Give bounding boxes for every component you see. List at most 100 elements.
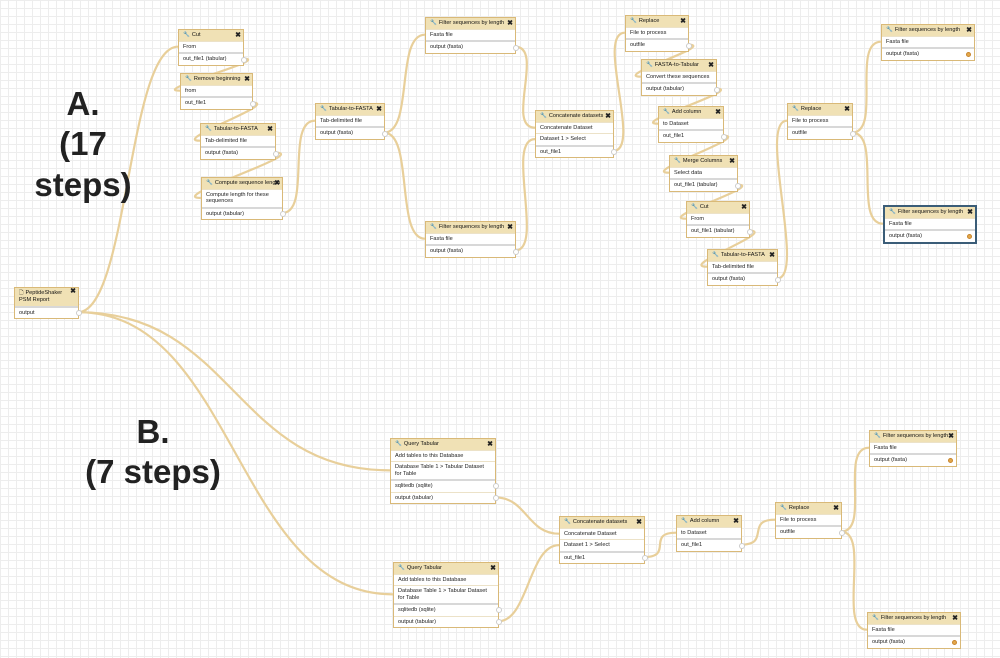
node-input[interactable]: File to process <box>776 514 841 525</box>
close-icon[interactable]: ✖ <box>967 209 973 216</box>
node-output[interactable]: output (fasta) <box>868 635 960 647</box>
node-input[interactable]: to Dataset <box>659 118 723 129</box>
output-port-icon[interactable] <box>513 248 519 255</box>
node-input[interactable]: From <box>179 41 243 52</box>
node-header[interactable]: 🔧Tabular-to-FASTA✖ <box>201 124 275 135</box>
output-port-icon[interactable] <box>966 52 971 58</box>
output-port-icon[interactable] <box>493 494 499 501</box>
node-header[interactable]: 🔧Add column✖ <box>677 516 741 527</box>
close-icon[interactable]: ✖ <box>507 224 513 231</box>
node-header[interactable]: 🔧Filter sequences by length✖ <box>426 18 515 29</box>
node-output[interactable]: out_file1 <box>560 550 648 563</box>
node-input[interactable]: Convert these sequences <box>642 71 716 82</box>
close-icon[interactable]: ✖ <box>769 252 775 259</box>
node-output[interactable]: output (fasta) <box>201 146 279 158</box>
output-port-icon[interactable] <box>273 150 279 157</box>
close-icon[interactable]: ✖ <box>235 32 241 39</box>
node-input[interactable]: Concatenate Dataset <box>536 122 613 133</box>
node-input[interactable]: Dataset 1 > Select <box>560 539 644 550</box>
node-input[interactable]: Compute length for these sequences <box>202 189 282 207</box>
output-port-icon[interactable] <box>76 310 82 317</box>
output-port-icon[interactable] <box>280 211 286 218</box>
close-icon[interactable]: ✖ <box>741 204 747 211</box>
node-header[interactable]: 🔧Merge Columns✖ <box>670 156 737 167</box>
output-port-icon[interactable] <box>948 458 953 464</box>
node-input[interactable]: Concatenate Dataset <box>560 528 644 539</box>
close-icon[interactable]: ✖ <box>833 505 839 512</box>
node-input[interactable]: Add tables to this Database <box>391 450 495 461</box>
node-input[interactable]: Select data <box>670 167 737 178</box>
close-icon[interactable]: ✖ <box>708 62 714 69</box>
output-port-icon[interactable] <box>250 100 256 107</box>
node-output[interactable]: outfile <box>776 525 845 537</box>
close-icon[interactable]: ✖ <box>605 113 611 120</box>
output-port-icon[interactable] <box>513 44 519 51</box>
node-compute-sequence-length[interactable]: 🔧Compute sequence length✖Compute length … <box>201 177 286 221</box>
node-output[interactable]: output (tabular) <box>394 615 502 627</box>
node-input[interactable]: from <box>181 85 252 96</box>
node-output[interactable]: output (fasta) <box>426 40 519 52</box>
node-header[interactable]: 🔧Replace✖ <box>788 104 852 115</box>
output-port-icon[interactable] <box>721 133 727 140</box>
node-input[interactable]: Database Table 1 > Tabular Dataset for T… <box>391 461 495 479</box>
node-output[interactable]: out_file1 <box>659 129 727 141</box>
output-port-icon[interactable] <box>952 640 957 646</box>
node-header[interactable]: 🔧Filter sequences by length✖ <box>868 613 960 624</box>
node-peptideshaker-psm-report[interactable]: 🗋PeptideShaker PSM Report✖output <box>14 287 82 320</box>
node-header[interactable]: 🔧Concatenate datasets✖ <box>560 517 644 528</box>
node-header[interactable]: 🔧Add column✖ <box>659 107 723 118</box>
node-output[interactable]: output (fasta) <box>882 47 974 59</box>
output-port-icon[interactable] <box>850 130 856 137</box>
close-icon[interactable]: ✖ <box>70 288 76 295</box>
node-input[interactable]: Fasta file <box>870 442 956 453</box>
node-header[interactable]: 🔧Compute sequence length✖ <box>202 178 282 189</box>
node-output[interactable]: sqlitedb (sqlite) <box>391 479 499 491</box>
close-icon[interactable]: ✖ <box>715 109 721 116</box>
close-icon[interactable]: ✖ <box>680 18 686 25</box>
close-icon[interactable]: ✖ <box>267 126 273 133</box>
node-input[interactable]: Tab-delimited file <box>201 135 275 146</box>
close-icon[interactable]: ✖ <box>244 76 250 83</box>
close-icon[interactable]: ✖ <box>948 433 954 440</box>
node-output[interactable]: output (tabular) <box>642 82 720 94</box>
node-output[interactable]: output (tabular) <box>202 206 286 219</box>
node-input[interactable]: Add tables to this Database <box>394 574 498 585</box>
node-output[interactable]: output (fasta) <box>870 453 956 465</box>
node-header[interactable]: 🔧Filter sequences by length✖ <box>870 431 956 442</box>
node-input[interactable]: to Dataset <box>677 527 741 538</box>
node-header[interactable]: 🔧Tabular-to-FASTA✖ <box>316 104 384 115</box>
node-query-tabular[interactable]: 🔧Query Tabular✖Add tables to this Databa… <box>390 438 499 505</box>
node-input[interactable]: From <box>687 213 749 224</box>
output-port-icon[interactable] <box>739 542 745 549</box>
node-input[interactable]: Dataset 1 > Select <box>536 133 613 144</box>
node-header[interactable]: 🗋PeptideShaker PSM Report✖ <box>15 288 78 306</box>
node-output[interactable]: output (fasta) <box>708 272 781 284</box>
node-header[interactable]: 🔧Query Tabular✖ <box>391 439 495 450</box>
node-query-tabular[interactable]: 🔧Query Tabular✖Add tables to this Databa… <box>393 562 502 629</box>
close-icon[interactable]: ✖ <box>487 441 493 448</box>
node-input[interactable]: Tab-delimited file <box>708 261 777 272</box>
node-fasta-to-tabular[interactable]: 🔧FASTA-to-Tabular✖Convert these sequence… <box>641 59 720 96</box>
node-output[interactable]: out_file1 <box>536 144 617 157</box>
node-header[interactable]: 🔧Filter sequences by length✖ <box>885 207 975 218</box>
node-input[interactable]: File to process <box>626 27 688 38</box>
node-input[interactable]: Tab-delimited file <box>316 115 384 126</box>
node-concatenate-datasets[interactable]: 🔧Concatenate datasets✖Concatenate Datase… <box>535 110 617 159</box>
node-header[interactable]: 🔧Cut✖ <box>179 30 243 41</box>
node-input[interactable]: Fasta file <box>868 624 960 635</box>
node-header[interactable]: 🔧Cut✖ <box>687 202 749 213</box>
node-output[interactable]: outfile <box>626 38 692 50</box>
node-input[interactable]: Fasta file <box>426 233 515 244</box>
node-concatenate-datasets[interactable]: 🔧Concatenate datasets✖Concatenate Datase… <box>559 516 648 565</box>
node-output[interactable]: output (tabular) <box>391 491 499 503</box>
output-port-icon[interactable] <box>496 607 502 614</box>
